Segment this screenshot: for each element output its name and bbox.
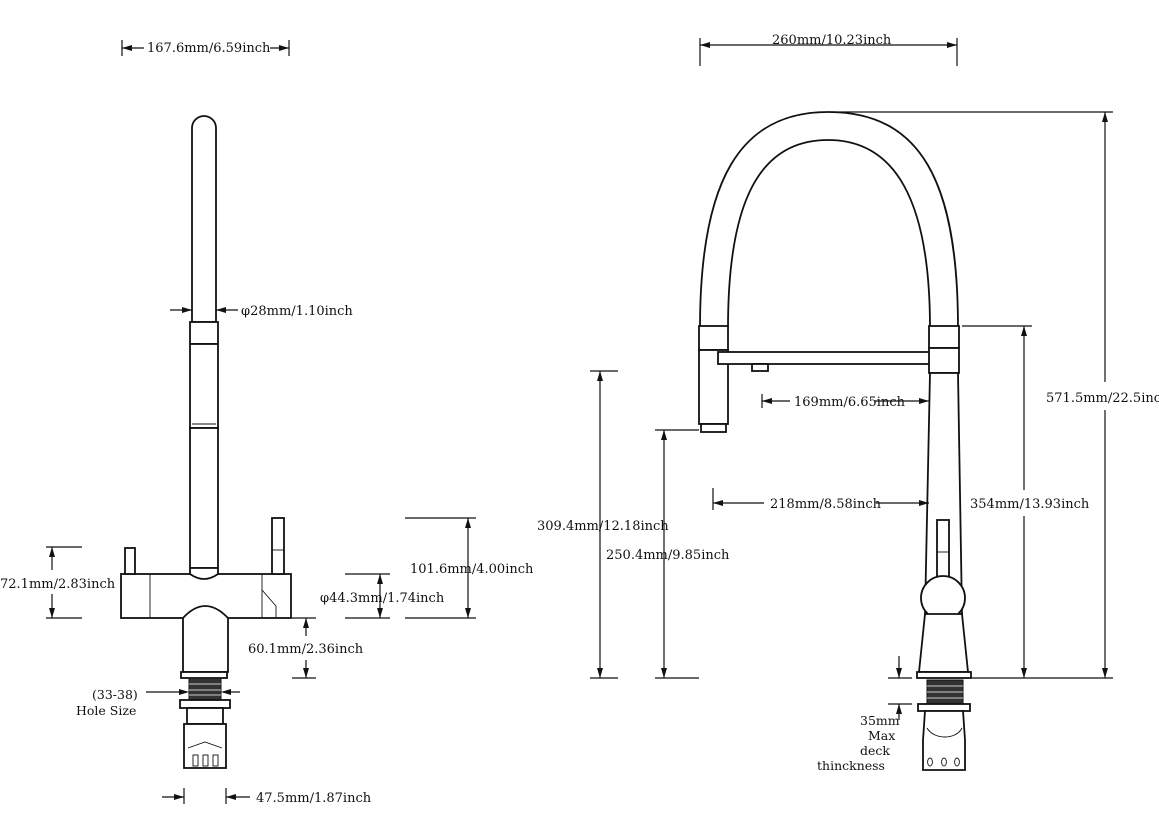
side-view: 260mm/10.23inch 571.5mm/22.5inch 169mm/6… [537,33,1159,773]
left-handle [124,547,136,575]
right-handle [271,517,285,575]
side-upright [916,325,972,771]
shank-label: 47.5mm/1.87inch [256,791,372,806]
dim-body-height: 101.6mm/4.00inch [405,517,534,619]
side-hose [699,111,959,329]
dim-base-height: 60.1mm/2.36inch [248,617,364,679]
front-shank [179,677,231,769]
hole-size-range: (33-38) [92,687,138,702]
spray-clearance-label: 250.4mm/9.85inch [606,548,730,563]
head-height-label: 309.4mm/12.18inch [537,519,669,534]
dim-front-width: 167.6mm/6.59inch [121,40,290,56]
handle-height-label: 72.1mm/2.83inch [0,577,116,592]
body-height-label: 101.6mm/4.00inch [410,562,534,577]
dim-spray-reach: 218mm/8.58inch [712,488,929,512]
deck-line-3: deck [860,743,890,758]
spout-height-label: 354mm/13.93inch [970,497,1090,512]
dim-handle-height: 72.1mm/2.83inch [0,546,116,619]
front-width-label: 167.6mm/6.59inch [147,41,271,56]
base-height-label: 60.1mm/2.36inch [248,642,364,657]
spray-reach-label: 218mm/8.58inch [770,497,882,512]
holder-label: 169mm/6.65inch [794,395,906,410]
deck-line-2: Max [868,728,895,743]
dim-shank: 47.5mm/1.87inch [162,788,372,806]
dim-head-height: 309.4mm/12.18inch [537,370,669,679]
deck-line-1: 35mm [860,713,900,728]
front-body [120,517,292,679]
front-view: 167.6mm/6.59inch φ28mm/1.10inch 72.1mm/2… [0,40,534,806]
dim-body-diameter: φ44.3mm/1.74inch [320,573,445,619]
dim-side-reach: 260mm/10.23inch [699,33,958,66]
spout-diameter-label: φ28mm/1.10inch [241,304,353,319]
side-holder-bar [717,351,937,372]
dim-spout-diameter: φ28mm/1.10inch [170,304,353,319]
hole-size-text: Hole Size [76,703,136,718]
dim-holder: 169mm/6.65inch [761,394,929,410]
deck-line-4: thinckness [817,758,885,773]
body-diameter-label: φ44.3mm/1.74inch [320,591,445,606]
dim-total-height: 571.5mm/22.5inch [830,111,1159,679]
reach-label: 260mm/10.23inch [772,33,892,48]
dim-hole-size: (33-38) Hole Size [76,687,240,718]
dim-spray-clearance: 250.4mm/9.85inch [606,429,730,679]
dim-deck-thickness: 35mm Max deck thinckness [817,656,912,773]
front-spout [189,115,219,569]
total-height-label: 571.5mm/22.5inch [1046,391,1159,406]
dim-spout-height: 354mm/13.93inch [962,325,1090,678]
side-spray-head [698,325,729,433]
